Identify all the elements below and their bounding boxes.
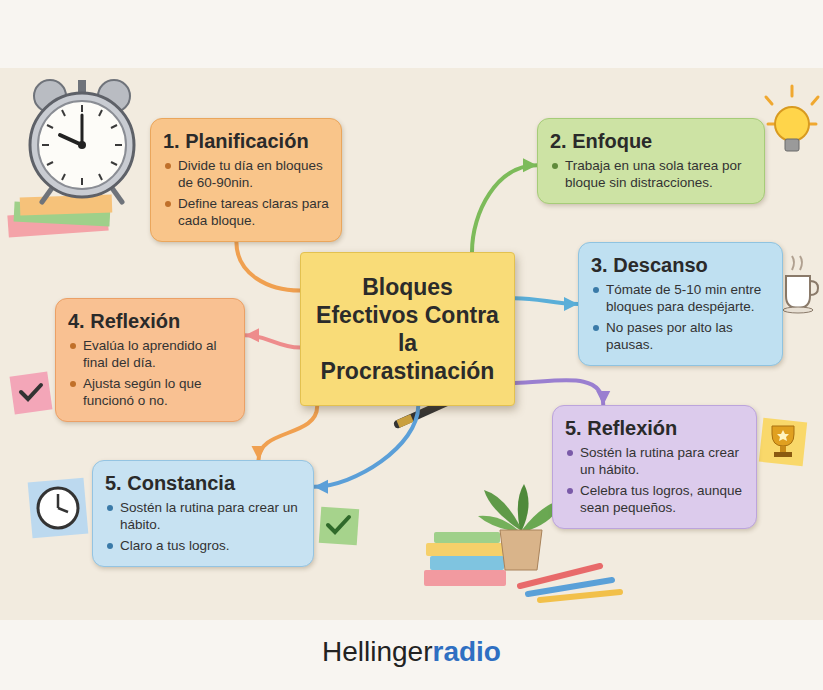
light-bulb <box>766 86 818 151</box>
topic-box: 5. ConstanciaSostén la rutina para crear… <box>92 460 314 567</box>
box-title: 3. Descanso <box>591 253 770 277</box>
coffee-cup <box>783 256 818 313</box>
bullet-text: Celebra tus logros, aunque sean pequeños… <box>580 482 744 516</box>
box-title: 5. Constancia <box>105 471 301 495</box>
box-title: 4. Reflexión <box>68 309 232 333</box>
connector-arrow <box>236 242 300 291</box>
alarm-clock <box>30 80 134 202</box>
center-title: Bloques Efectivos Contra la Procrastinac… <box>313 273 502 385</box>
bullet-text: Define tareas claras para cada bloque. <box>178 195 329 229</box>
box-title: 5. Reflexión <box>565 416 744 440</box>
bullet-dot <box>165 163 171 169</box>
bullet-text: Divide tu día en bloques de 60-90nin. <box>178 157 329 191</box>
check-note <box>10 372 53 415</box>
connector-arrow <box>515 380 603 405</box>
bullet-dot <box>567 488 573 494</box>
bullet-text: No pases por alto las pausas. <box>606 319 770 353</box>
plant <box>478 484 562 570</box>
bullet-row: Sostén la rutina para crear un hábito. <box>565 444 744 478</box>
note-stack <box>7 194 112 237</box>
bullet-row: Divide tu día en bloques de 60-90nin. <box>163 157 329 191</box>
logo-word: Hellinger <box>322 636 433 667</box>
bullet-row: Tómate de 5-10 min entre bloques para de… <box>591 281 770 315</box>
books <box>424 532 506 586</box>
topic-box: 3. DescansoTómate de 5-10 min entre bloq… <box>578 242 783 366</box>
box-title: 2. Enfoque <box>550 129 752 153</box>
bullet-dot <box>107 505 113 511</box>
connector-arrow <box>245 335 300 347</box>
bullet-dot <box>165 201 171 207</box>
bullet-row: Ajusta según lo que funcionó o no. <box>68 375 232 409</box>
clock-note <box>28 478 89 539</box>
central-note: Bloques Efectivos Contra la Procrastinac… <box>300 252 515 406</box>
topic-box: 1. PlanificaciónDivide tu día en bloques… <box>150 118 342 242</box>
bullet-dot <box>107 543 113 549</box>
connector-arrow <box>472 165 537 252</box>
bullet-dot <box>552 163 558 169</box>
bullet-row: Celebra tus logros, aunque sean pequeños… <box>565 482 744 516</box>
bullet-text: Trabaja en una sola tarea por bloque sin… <box>565 157 752 191</box>
bullet-dot <box>567 450 573 456</box>
logo-accent: radio <box>433 636 501 667</box>
trophy-note <box>759 418 807 466</box>
bullet-dot <box>70 343 76 349</box>
bullet-text: Tómate de 5-10 min entre bloques para de… <box>606 281 770 315</box>
bullet-text: Evalúa lo aprendido al final del día. <box>83 337 232 371</box>
check-note <box>319 507 359 546</box>
bullet-row: No pases por alto las pausas. <box>591 319 770 353</box>
box-title: 1. Planificación <box>163 129 329 153</box>
bullet-row: Trabaja en una sola tarea por bloque sin… <box>550 157 752 191</box>
bullet-text: Sostén la rutina para crear un hábito. <box>120 499 301 533</box>
bullet-dot <box>70 381 76 387</box>
bullet-row: Sostén la rutina para crear un hábito. <box>105 499 301 533</box>
logo: Hellingerradio <box>0 636 823 668</box>
connector-arrow <box>314 406 418 487</box>
topic-box: 5. ReflexiónSostén la rutina para crear … <box>552 405 757 529</box>
bullet-text: Sostén la rutina para crear un hábito. <box>580 444 744 478</box>
bullet-row: Evalúa lo aprendido al final del día. <box>68 337 232 371</box>
bullet-text: Claro a tus logros. <box>120 537 230 554</box>
connector-arrow <box>259 406 318 460</box>
bullet-dot <box>593 325 599 331</box>
bullet-dot <box>593 287 599 293</box>
bullet-text: Ajusta según lo que funcionó o no. <box>83 375 232 409</box>
topic-box: 4. ReflexiónEvalúa lo aprendido al final… <box>55 298 245 422</box>
topic-box: 2. EnfoqueTrabaja en una sola tarea por … <box>537 118 765 204</box>
bullet-row: Define tareas claras para cada bloque. <box>163 195 329 229</box>
pencils <box>520 566 620 600</box>
paper-ground <box>0 68 823 620</box>
bullet-row: Claro a tus logros. <box>105 537 301 554</box>
connector-arrow <box>515 298 578 304</box>
